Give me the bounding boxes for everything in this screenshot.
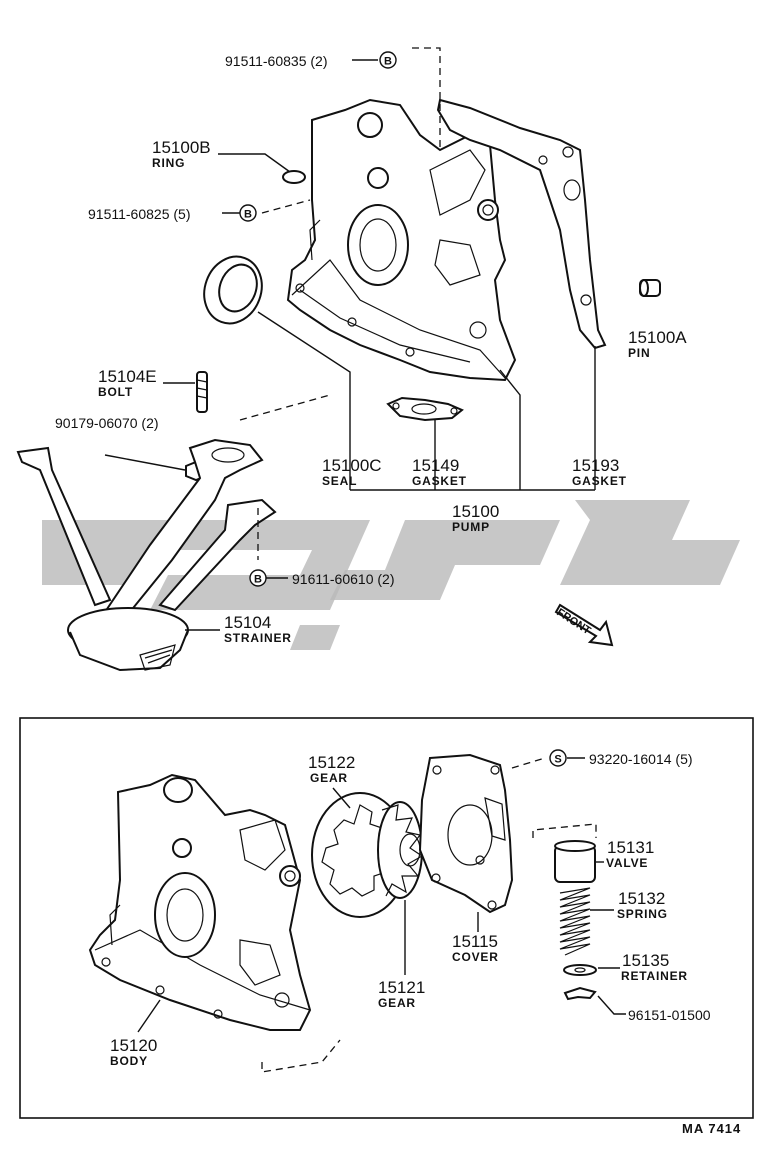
label-15135: 15135 (622, 951, 669, 970)
seal-drawing (203, 255, 263, 325)
cover-drawing (418, 753, 514, 914)
label-15132: 15132 (618, 889, 665, 908)
front-arrow: FRONT (554, 603, 614, 647)
label-91511-60825: 91511-60825 (5) (88, 206, 190, 222)
spring-drawing (559, 887, 591, 956)
label-bolt: BOLT (98, 385, 133, 399)
strainer-drawing (16, 438, 277, 672)
label-strainer: STRAINER (224, 631, 292, 645)
label-valve: VALVE (606, 856, 648, 870)
label-15100a: 15100A (628, 328, 687, 347)
leader-lines-lower (137, 757, 626, 1073)
diagram-code: MA 7414 (682, 1121, 741, 1136)
label-gear-15122: GEAR (310, 771, 348, 785)
body-drawing (88, 773, 312, 1031)
label-15149: 15149 (412, 456, 459, 475)
ring-drawing (282, 170, 306, 184)
symbol-b-top: B (379, 51, 397, 69)
svg-text:B: B (384, 56, 392, 68)
label-gear-15121: GEAR (378, 996, 416, 1010)
label-ring: RING (152, 156, 185, 170)
label-93220-16014: 93220-16014 (5) (589, 751, 693, 767)
label-pump: PUMP (452, 520, 490, 534)
label-15193: 15193 (572, 456, 619, 475)
label-96151-01500: 96151-01500 (628, 1007, 711, 1023)
label-retainer: RETAINER (621, 969, 688, 983)
label-15115: 15115 (452, 932, 498, 951)
label-spring: SPRING (617, 907, 668, 921)
symbol-b-mid: B (239, 204, 257, 222)
label-91611-60610: 91611-60610 (2) (292, 571, 394, 587)
pin-drawing (639, 279, 661, 297)
detail-box (19, 717, 754, 1119)
bolt-drawing (196, 371, 208, 413)
svg-text:S: S (554, 754, 561, 766)
label-15104: 15104 (224, 613, 271, 632)
svg-text:B: B (254, 574, 262, 586)
label-gasket-15149: GASKET (412, 474, 467, 488)
label-cover: COVER (452, 950, 499, 964)
label-15131: 15131 (607, 838, 654, 857)
clip-drawing (563, 986, 597, 1001)
svg-text:B: B (244, 209, 252, 221)
gasket-hole (563, 179, 581, 201)
label-15121: 15121 (378, 978, 425, 997)
label-90179-06070: 90179-06070 (2) (55, 415, 159, 431)
label-91511-60835: 91511-60835 (2) (225, 53, 327, 69)
retainer-drawing (563, 964, 597, 976)
label-15120: 15120 (110, 1036, 157, 1055)
label-body: BODY (110, 1054, 148, 1068)
symbol-b-strainer: B (249, 569, 267, 587)
gasket-small-drawing (386, 396, 464, 422)
label-15100: 15100 (452, 502, 499, 521)
inner-gear-drawing (377, 801, 424, 899)
label-pin: PIN (628, 346, 650, 360)
valve-drawing (554, 840, 596, 883)
label-15104e: 15104E (98, 367, 157, 386)
label-gasket-15193: GASKET (572, 474, 627, 488)
label-15100b: 15100B (152, 138, 211, 157)
label-15122: 15122 (308, 753, 355, 772)
label-15100c: 15100C (322, 456, 382, 475)
watermark-logo (42, 500, 740, 650)
symbol-s: S (549, 749, 567, 767)
label-seal: SEAL (322, 474, 357, 488)
leader-lines-upper (104, 47, 596, 631)
pump-housing-drawing (286, 98, 517, 382)
